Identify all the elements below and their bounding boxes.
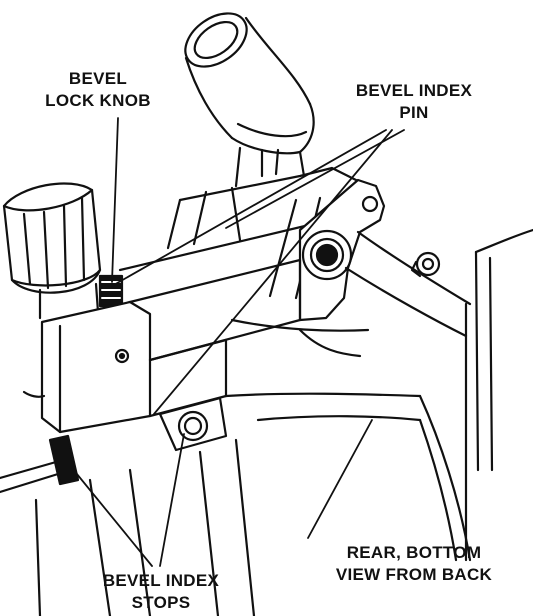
bevel-lock-knob-label: BEVEL LOCK KNOB bbox=[20, 68, 176, 112]
view-caption-line1: REAR, BOTTOM bbox=[346, 543, 482, 562]
left-clamp bbox=[0, 434, 80, 494]
bevel-index-stops-label: BEVEL INDEX STOPS bbox=[66, 570, 256, 614]
pivot-bracket bbox=[298, 178, 386, 322]
view-caption: REAR, BOTTOM VIEW FROM BACK bbox=[300, 542, 528, 586]
side-plate bbox=[298, 228, 533, 562]
dust-chute bbox=[184, 12, 315, 188]
leader-stop-a bbox=[71, 467, 153, 567]
base-frame bbox=[34, 318, 472, 616]
bevel-lock-knob-label-line2: LOCK KNOB bbox=[45, 91, 151, 110]
index-pin-detail bbox=[98, 274, 124, 308]
bevel-index-pin-label-line2: PIN bbox=[399, 103, 429, 122]
side-bolt bbox=[410, 251, 441, 278]
leader-pin-a bbox=[111, 129, 387, 287]
leader-lock-knob bbox=[111, 117, 119, 283]
leader-lines bbox=[71, 117, 405, 567]
gearbox-block bbox=[22, 258, 302, 434]
bevel-index-pin-label-line1: BEVEL INDEX bbox=[355, 81, 473, 100]
bevel-lock-knob-label-line1: BEVEL bbox=[68, 69, 128, 88]
bevel-index-pin-label: BEVEL INDEX PIN bbox=[326, 80, 502, 124]
bevel-index-stops-label-line1: BEVEL INDEX bbox=[102, 571, 220, 590]
bevel-index-stops bbox=[158, 396, 228, 452]
leader-pin-b bbox=[225, 129, 405, 229]
leader-view bbox=[307, 419, 373, 539]
bevel-lock-knob bbox=[2, 182, 102, 320]
leader-pin-c bbox=[153, 129, 393, 415]
leader-stop-b bbox=[159, 433, 185, 567]
view-caption-line2: VIEW FROM BACK bbox=[335, 565, 493, 584]
bevel-index-stops-label-line2: STOPS bbox=[131, 593, 191, 612]
